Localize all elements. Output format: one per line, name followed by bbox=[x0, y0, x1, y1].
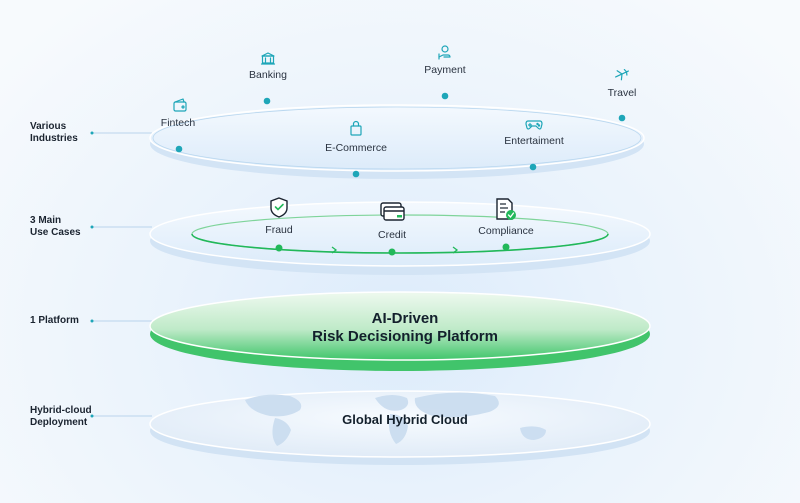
compliance-node-dot bbox=[502, 243, 510, 251]
credit-cards-icon bbox=[380, 202, 405, 221]
fraud-node-dot bbox=[275, 244, 283, 252]
entertainment-node-dot bbox=[529, 163, 537, 171]
industries-label-line2: Industries bbox=[30, 133, 78, 144]
use-cases-label-line1: 3 Main bbox=[30, 215, 62, 226]
data-beams bbox=[182, 268, 619, 342]
platform-title: AI-Driven Risk Decisioning Platform bbox=[312, 310, 498, 346]
shopping-bag-icon bbox=[350, 120, 362, 136]
industries-label-line1: Various bbox=[30, 121, 67, 132]
use-case-fraud: Fraud bbox=[265, 224, 293, 236]
cloud-title: Global Hybrid Cloud bbox=[342, 412, 468, 427]
industries-layer-label: Various Industries bbox=[30, 121, 78, 145]
industry-travel: Travel bbox=[607, 87, 637, 99]
industry-fintech: Fintech bbox=[160, 117, 196, 129]
platform-title-line2: Risk Decisioning Platform bbox=[312, 328, 498, 345]
industry-ecommerce: E-Commerce bbox=[325, 142, 387, 154]
world-map bbox=[245, 392, 546, 446]
platform-title-line1: AI-Driven bbox=[371, 310, 439, 327]
platform-label: 1 Platform bbox=[30, 315, 79, 326]
cloud-layer-label: Hybrid-cloud Deployment bbox=[30, 405, 92, 429]
use-case-credit: Credit bbox=[377, 229, 407, 241]
travel-node-dot bbox=[618, 114, 626, 122]
payment-hand-icon bbox=[438, 45, 451, 60]
payment-node-dot bbox=[441, 92, 449, 100]
cloud-disc bbox=[149, 390, 651, 465]
cloud-label-line2: Deployment bbox=[30, 417, 88, 428]
fintech-node-dot bbox=[175, 145, 183, 153]
use-cases-disc bbox=[149, 201, 651, 275]
industry-entertainment: Entertaiment bbox=[504, 135, 564, 147]
industries-disc bbox=[149, 92, 645, 179]
label-connector-dots bbox=[90, 131, 94, 418]
banking-node-dot bbox=[263, 97, 271, 105]
flow-arrows bbox=[331, 246, 459, 254]
use-case-compliance: Compliance bbox=[478, 225, 534, 237]
cloud-label-line1: Hybrid-cloud bbox=[30, 405, 92, 416]
gamepad-icon bbox=[525, 120, 543, 130]
label-connectors bbox=[92, 132, 152, 417]
wallet-icon bbox=[173, 98, 187, 112]
bank-icon bbox=[260, 52, 276, 65]
use-cases-layer-label: 3 Main Use Cases bbox=[30, 215, 81, 239]
use-cases-label-line2: Use Cases bbox=[30, 227, 81, 238]
credit-node-dot bbox=[388, 248, 396, 256]
shield-check-icon bbox=[270, 197, 288, 218]
industry-banking: Banking bbox=[249, 69, 287, 81]
platform-layer-label: 1 Platform bbox=[30, 315, 79, 327]
airplane-icon bbox=[615, 68, 629, 81]
document-check-icon bbox=[496, 198, 516, 220]
industry-payment: Payment bbox=[424, 64, 466, 76]
ecommerce-node-dot bbox=[352, 170, 360, 178]
